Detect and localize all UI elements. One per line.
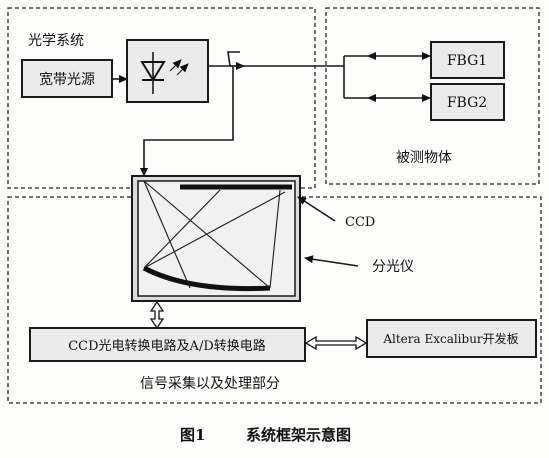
figure-title: 系统框架示意图	[246, 426, 351, 444]
broadband-source-box	[21, 59, 113, 98]
optical-system-label: 光学系统	[28, 33, 84, 49]
grating-curve	[142, 265, 271, 292]
ccd-conversion-label: CCD光电转换电路及A/D转换电路	[68, 338, 266, 354]
spectrometer-label: 分光仪	[372, 259, 414, 275]
ccd-label: CCD	[345, 215, 375, 230]
altera-board-label: Altera Excalibur开发板	[382, 331, 518, 346]
fbg2-box	[430, 83, 505, 121]
spectrometer-pointer-arrow	[304, 255, 359, 267]
to-spectrometer-line	[140, 67, 234, 177]
figure-number: 图1	[180, 426, 205, 444]
light-paths	[143, 180, 286, 289]
fbg2-label: FBG2	[447, 95, 487, 111]
measured-object-region	[325, 7, 540, 185]
circuit-board-link	[304, 335, 368, 351]
measured-object-label: 被测物体	[396, 150, 452, 166]
spectrometer-circuit-link	[149, 300, 165, 330]
fbg1-label: FBG1	[447, 53, 487, 69]
fiber-splitter-line	[227, 51, 244, 67]
ccd-conversion-box	[29, 327, 306, 362]
broadband-source-label: 宽带光源	[39, 71, 95, 88]
ccd-pointer-arrow	[297, 196, 336, 222]
signal-processing-label: 信号采集以及处理部分	[140, 375, 280, 392]
optical-coupler-box	[126, 39, 209, 103]
diode-icon	[140, 52, 189, 94]
fbg1-box	[430, 41, 505, 79]
altera-board-box	[366, 319, 537, 358]
